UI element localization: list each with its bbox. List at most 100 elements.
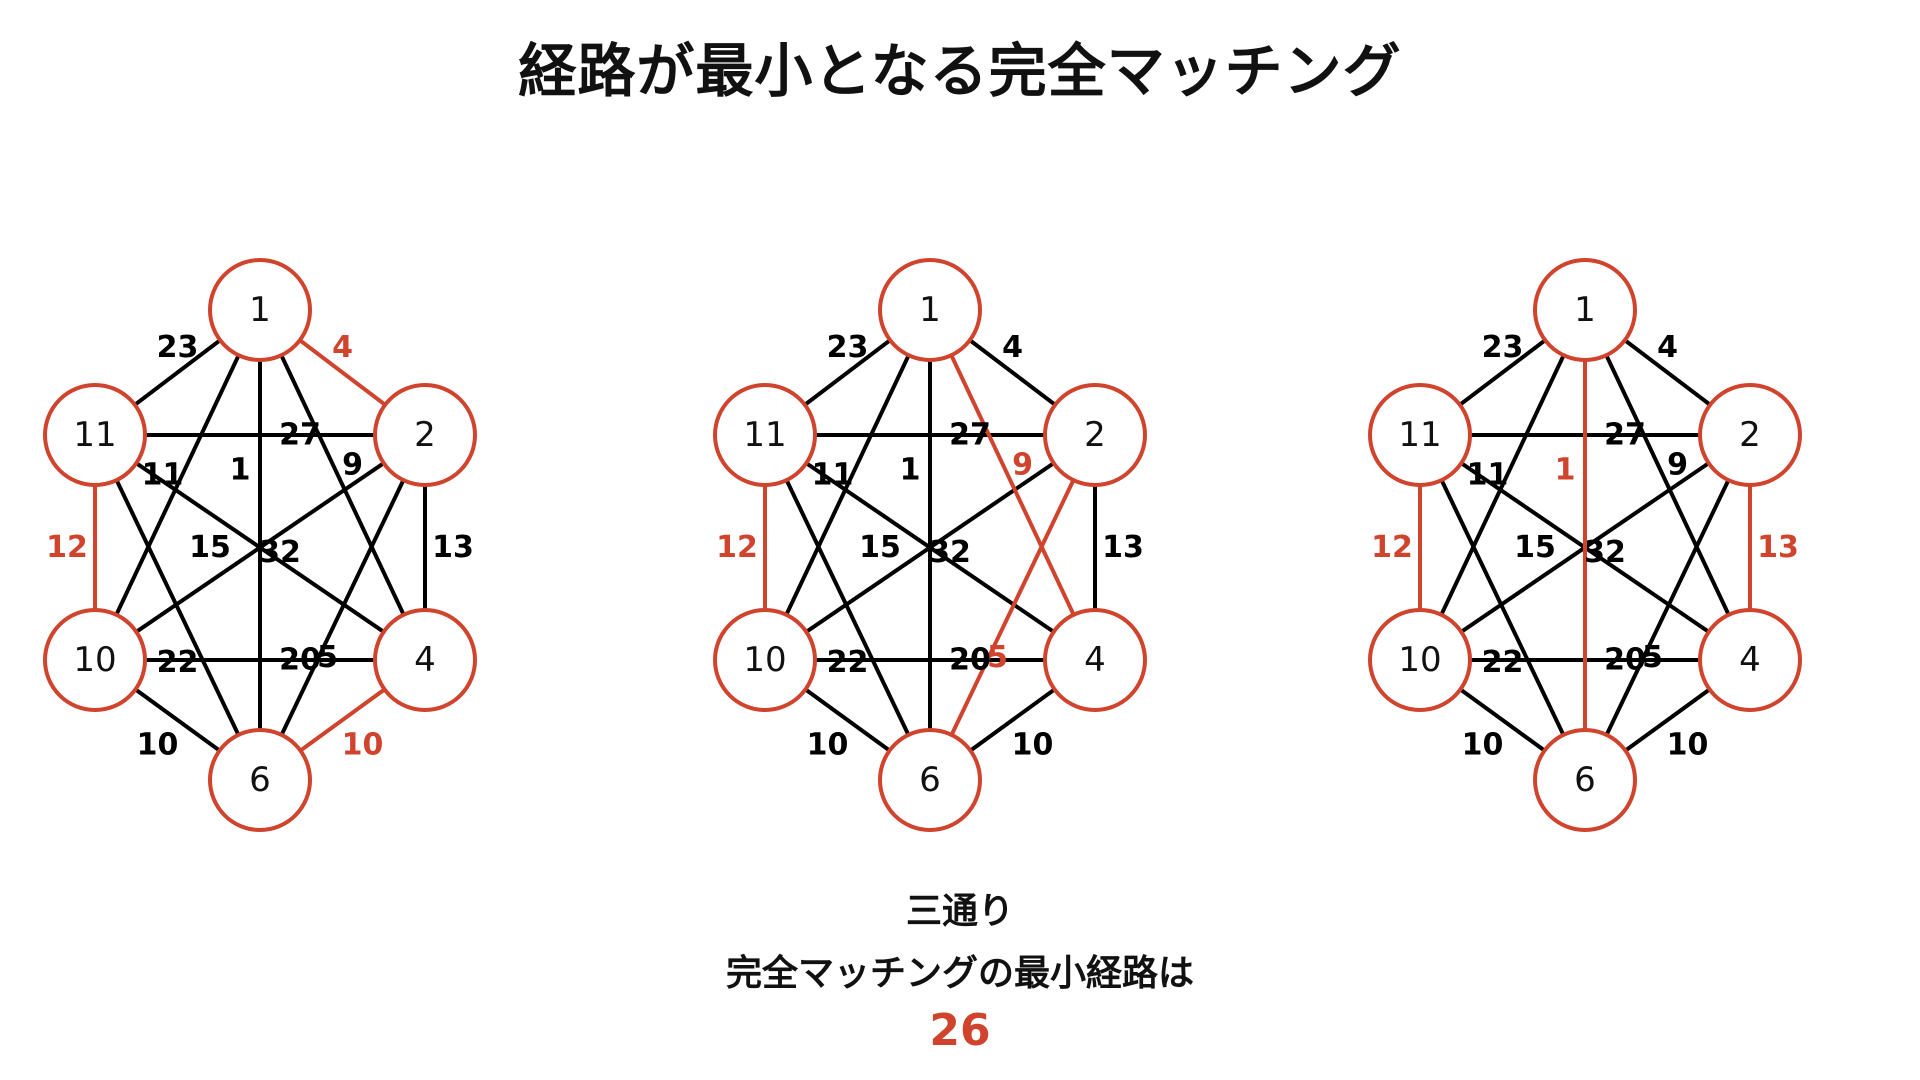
edge-weight-4-6: 10 [342, 728, 384, 763]
edge-weight-1-6: 1 [1555, 453, 1576, 488]
edge-weight-1-6: 1 [900, 453, 921, 488]
node-label-10: 10 [743, 640, 786, 680]
edge-weight-1-2: 4 [1657, 330, 1678, 365]
edge-weight-11-10: 12 [716, 530, 758, 565]
edge-weight-1-4: 9 [342, 448, 363, 483]
edge-weight-11-4: 32 [929, 535, 971, 570]
edge-weight-4-6: 10 [1667, 728, 1709, 763]
edge-weight-1-2: 4 [332, 330, 353, 365]
node-label-6: 6 [249, 760, 271, 800]
caption-line-1: 三通り [905, 891, 1014, 932]
edge-weight-1-10: 11 [142, 458, 184, 493]
edge-weight-10-6: 10 [807, 728, 849, 763]
edge-11-4 [93, 433, 427, 662]
node-6 [208, 728, 312, 832]
edge-2-6 [258, 434, 427, 781]
node-4 [373, 608, 477, 712]
edge-11-6 [763, 434, 932, 781]
node-11 [713, 383, 817, 487]
edge-weight-1-4: 9 [1667, 448, 1688, 483]
node-label-11: 11 [743, 415, 786, 455]
node-10 [43, 608, 147, 712]
edge-weight-10-4: 20 [949, 643, 991, 678]
node-2 [1698, 383, 1802, 487]
node-6 [878, 728, 982, 832]
edge-weight-1-4: 9 [1012, 448, 1033, 483]
edge-weight-2-6: 5 [1642, 640, 1663, 675]
edge-weight-11-4: 32 [259, 535, 301, 570]
edge-weight-11-6: 22 [827, 645, 869, 680]
edge-weight-1-6: 1 [230, 453, 251, 488]
edge-weight-2-6: 5 [317, 640, 338, 675]
page-title: 経路が最小となる完全マッチング [518, 37, 1402, 105]
edge-11-4 [763, 433, 1097, 662]
node-4 [1698, 608, 1802, 712]
node-label-1: 1 [919, 290, 941, 330]
edge-weight-4-6: 10 [1012, 728, 1054, 763]
edge-weight-10-6: 10 [137, 728, 179, 763]
node-label-1: 1 [1574, 290, 1596, 330]
node-label-10: 10 [1398, 640, 1441, 680]
node-6 [1533, 728, 1637, 832]
node-label-4: 4 [1084, 640, 1106, 680]
node-4 [1043, 608, 1147, 712]
edge-weight-2-10: 15 [859, 530, 901, 565]
edge-1-4-matched [928, 309, 1097, 661]
node-label-2: 2 [414, 415, 436, 455]
node-2 [373, 383, 477, 487]
node-label-2: 2 [1084, 415, 1106, 455]
edge-weight-10-4: 20 [279, 643, 321, 678]
edge-weight-2-4: 13 [432, 530, 474, 565]
edge-weight-11-10: 12 [46, 530, 88, 565]
edge-weight-1-11: 23 [827, 330, 869, 365]
edge-weight-11-4: 32 [1584, 535, 1626, 570]
edge-weight-2-4: 13 [1102, 530, 1144, 565]
edge-weight-2-11: 27 [949, 418, 991, 453]
edge-weight-1-2: 4 [1002, 330, 1023, 365]
node-label-4: 4 [414, 640, 436, 680]
edge-weight-2-4: 13 [1757, 530, 1799, 565]
node-1 [208, 258, 312, 362]
caption-line-2: 完全マッチングの最小経路は [725, 953, 1194, 994]
edge-weight-2-10: 15 [189, 530, 231, 565]
edge-weight-11-6: 22 [1482, 645, 1524, 680]
node-10 [1368, 608, 1472, 712]
edge-weight-11-6: 22 [157, 645, 199, 680]
node-10 [713, 608, 817, 712]
node-label-1: 1 [249, 290, 271, 330]
edge-weight-2-11: 27 [279, 418, 321, 453]
edge-11-6 [1418, 434, 1587, 781]
edge-weight-2-10: 15 [1514, 530, 1556, 565]
node-11 [43, 383, 147, 487]
edge-11-6 [93, 434, 262, 781]
edge-weight-11-10: 12 [1371, 530, 1413, 565]
edge-weight-1-10: 11 [812, 458, 854, 493]
edge-1-4 [1583, 309, 1752, 661]
node-1 [878, 258, 982, 362]
edge-weight-1-11: 23 [1482, 330, 1524, 365]
edge-1-10 [763, 309, 932, 661]
edge-2-6-matched [928, 434, 1097, 781]
edge-weight-2-11: 27 [1604, 418, 1646, 453]
edge-1-10 [1418, 309, 1587, 661]
node-label-11: 11 [73, 415, 116, 455]
edge-weight-1-10: 11 [1467, 458, 1509, 493]
node-2 [1043, 383, 1147, 487]
node-label-10: 10 [73, 640, 116, 680]
edge-1-10 [93, 309, 262, 661]
caption-value: 26 [929, 1005, 991, 1056]
node-11 [1368, 383, 1472, 487]
node-label-6: 6 [1574, 760, 1596, 800]
edge-1-4 [258, 309, 427, 661]
edge-2-6 [1583, 434, 1752, 781]
node-1 [1533, 258, 1637, 362]
edge-weight-2-6: 5 [987, 640, 1008, 675]
edge-weight-10-4: 20 [1604, 643, 1646, 678]
node-label-4: 4 [1739, 640, 1761, 680]
node-label-6: 6 [919, 760, 941, 800]
